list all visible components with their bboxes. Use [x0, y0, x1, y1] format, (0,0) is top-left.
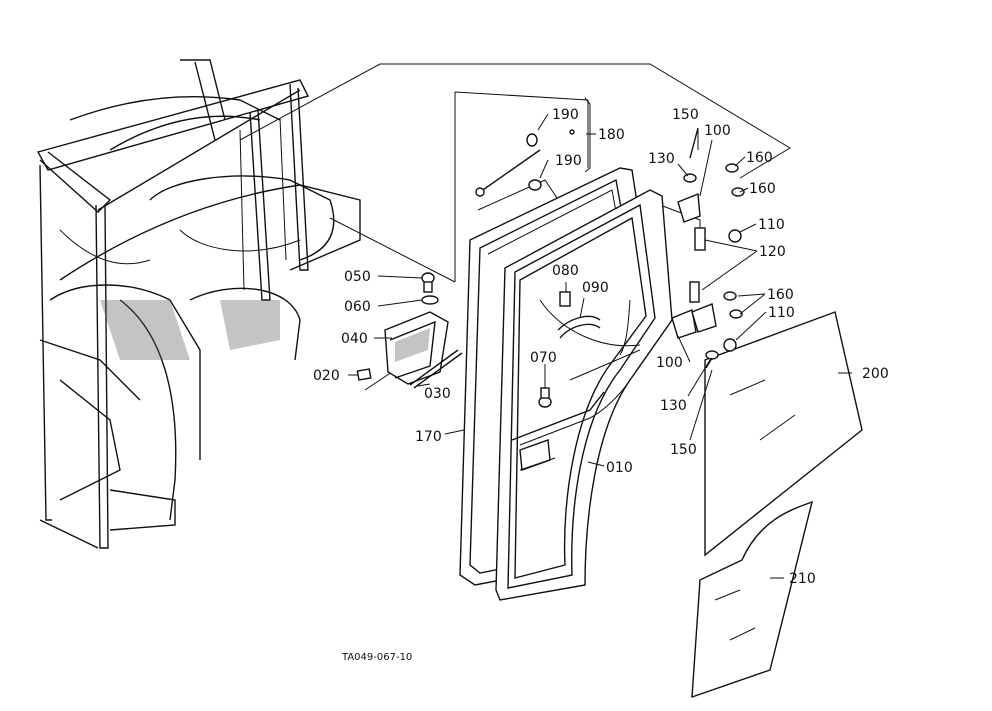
callout-090: 090 — [582, 280, 609, 296]
callout-150-b: 150 — [670, 442, 697, 458]
callout-020: 020 — [313, 368, 340, 384]
upper-glass — [704, 311, 863, 557]
callout-050: 050 — [344, 269, 371, 285]
callout-070: 070 — [530, 350, 557, 366]
callout-040: 040 — [341, 331, 368, 347]
callout-030: 030 — [424, 386, 451, 402]
callout-160-b: 160 — [749, 181, 776, 197]
callout-160-c: 160 — [767, 287, 794, 303]
callout-labels: 190 180 190 150 100 130 160 160 110 120 … — [313, 107, 889, 663]
callout-180: 180 — [598, 127, 625, 143]
drawing-code: TA049-067-10 — [341, 652, 412, 663]
callout-210: 210 — [789, 571, 816, 587]
callout-160-a: 160 — [746, 150, 773, 166]
callout-200: 200 — [862, 366, 889, 382]
callout-130-a: 130 — [648, 151, 675, 167]
callout-100-b: 100 — [656, 355, 683, 371]
callout-190-b: 190 — [555, 153, 582, 169]
door-frame — [495, 189, 673, 601]
callout-130-b: 130 — [660, 398, 687, 414]
door-lock — [356, 311, 463, 389]
callout-110-b: 110 — [768, 305, 795, 321]
callout-leaders — [348, 97, 852, 579]
callout-010: 010 — [606, 460, 633, 476]
callout-150-a: 150 — [672, 107, 699, 123]
callout-060: 060 — [344, 299, 371, 315]
callout-120: 120 — [759, 244, 786, 260]
callout-110-a: 110 — [758, 217, 785, 233]
callout-170: 170 — [415, 429, 442, 445]
callout-080: 080 — [552, 263, 579, 279]
lower-glass — [691, 500, 813, 699]
callout-190-a: 190 — [552, 107, 579, 123]
callout-100-a: 100 — [704, 123, 731, 139]
cab-frame — [36, 59, 361, 549]
hardware — [421, 127, 745, 408]
